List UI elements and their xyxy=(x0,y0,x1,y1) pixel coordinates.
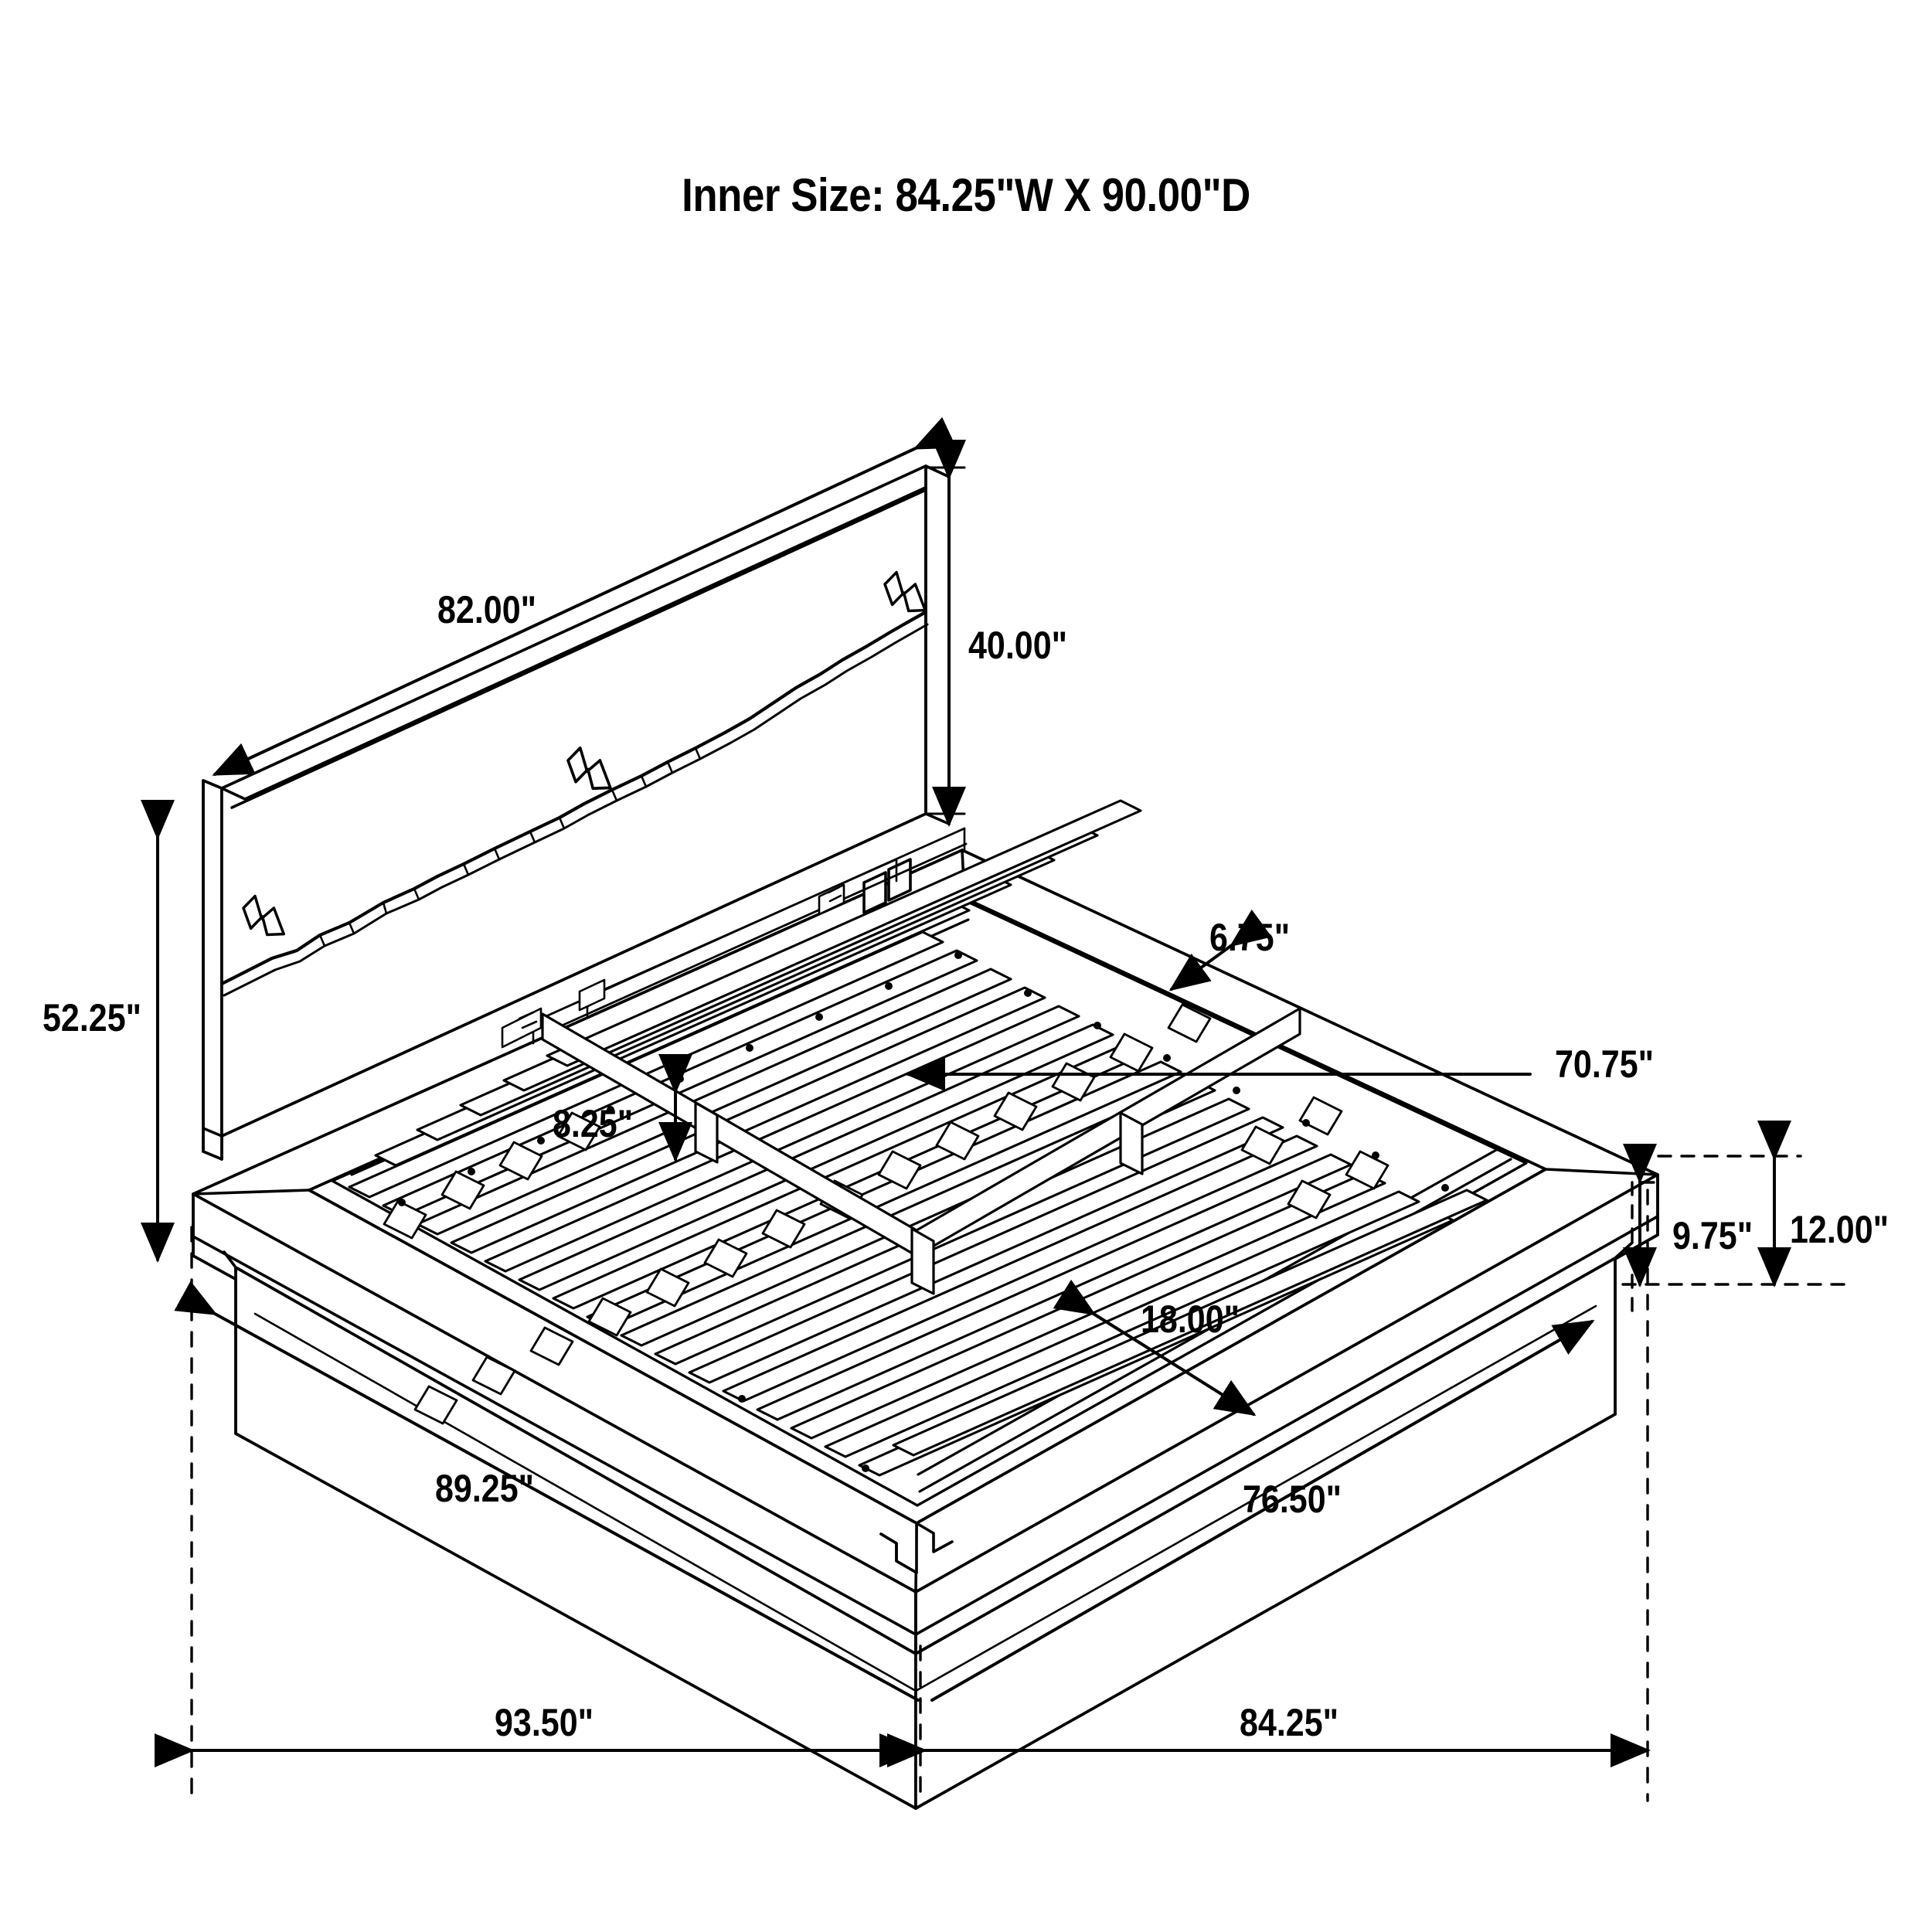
dim-label-slat-spacing: 8.25" xyxy=(553,1102,634,1145)
dimline-headboard-height xyxy=(924,440,966,827)
extension-lines-right xyxy=(1621,1155,1849,1315)
dim-label-side-rail-width: 6.75" xyxy=(1209,916,1291,959)
dimline-footboard-length xyxy=(930,1320,1595,1702)
dim-label-overall-height: 52.25" xyxy=(43,996,141,1039)
page-title: Inner Size: 84.25"W X 90.00"D xyxy=(682,169,1250,221)
dimline-overall-length xyxy=(174,1281,920,1702)
dim-label-headboard-width: 82.00" xyxy=(437,588,536,631)
dimline-side-rail-width xyxy=(1168,909,1272,992)
dim-label-rail-to-floor: 9.75" xyxy=(1672,1214,1753,1257)
extension-lines-bottom xyxy=(190,1189,1649,1802)
dim-label-headboard-height: 40.00" xyxy=(968,624,1067,667)
dim-label-rail-inset: 18.00" xyxy=(1141,1298,1240,1341)
dim-label-width-projection: 84.25" xyxy=(1240,1701,1338,1744)
dim-label-depth-projection: 93.50" xyxy=(495,1701,594,1744)
dim-label-inner-width: 70.75" xyxy=(1555,1043,1654,1086)
dimline-headboard-width xyxy=(212,417,957,776)
dim-label-overall-length: 89.25" xyxy=(435,1467,534,1510)
dimline-rail-inset xyxy=(1053,1279,1257,1417)
dim-label-frame-height: 12.00" xyxy=(1790,1208,1889,1251)
dim-label-footboard-length: 76.50" xyxy=(1243,1478,1342,1521)
